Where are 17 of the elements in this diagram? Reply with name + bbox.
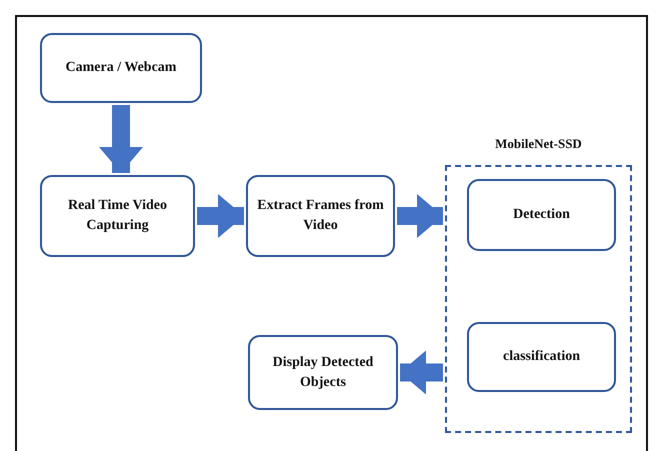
process-box xyxy=(467,179,616,251)
box-label: Real Time Video Capturing xyxy=(66,197,168,235)
process-box xyxy=(40,33,202,103)
block-arrow xyxy=(197,194,244,238)
group-title: MobileNet-SSD xyxy=(494,135,583,153)
block-arrow xyxy=(400,350,443,394)
process-box xyxy=(40,175,195,257)
box-label: classification xyxy=(503,348,580,366)
process-box xyxy=(248,335,398,410)
process-box xyxy=(467,322,616,392)
block-arrow xyxy=(99,105,143,173)
box-label: Display Detected Objects xyxy=(272,354,374,392)
box-label: Extract Frames from Video xyxy=(256,197,385,235)
process-box xyxy=(246,175,395,257)
box-label: Detection xyxy=(513,206,570,224)
box-label: Camera / Webcam xyxy=(66,59,176,78)
block-arrow xyxy=(397,194,443,238)
